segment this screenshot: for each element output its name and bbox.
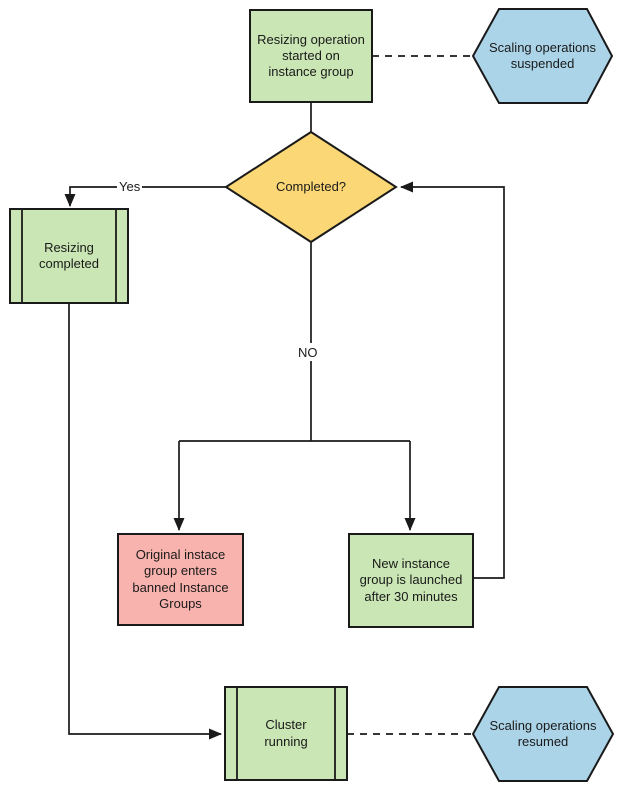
start-node-label: Resizing operation started on instance g… [257, 31, 365, 80]
banned-node-label: Original instace group enters banned Ins… [132, 547, 229, 611]
resizing-completed-shape [9, 208, 129, 304]
resumed-node-label: Scaling operations resumed [489, 717, 597, 749]
resizing-completed-label: Resizing completed [39, 239, 99, 271]
edge-label-no: NO [296, 343, 320, 361]
new-instance-node-label: New instance group is launched after 30 … [359, 556, 463, 604]
new-instance-node-shape [348, 533, 474, 628]
banned-node-shape [117, 533, 244, 626]
cluster-node-shape [224, 686, 348, 781]
start-node-shape [249, 9, 373, 103]
edge-resizing-to-cluster [68, 303, 222, 740]
suspended-hexagon-shape [471, 8, 614, 104]
cluster-node-label: Cluster running [264, 717, 308, 749]
edge-yes [64, 186, 226, 207]
edge-label-yes: Yes [117, 177, 143, 195]
decision-node-label: Completed? [275, 178, 347, 194]
suspended-node-label: Scaling operations suspended [489, 39, 596, 71]
resumed-hexagon-shape [471, 686, 615, 782]
edge-new-instance-to-decision [400, 181, 505, 579]
decision-diamond-shape [224, 130, 398, 244]
